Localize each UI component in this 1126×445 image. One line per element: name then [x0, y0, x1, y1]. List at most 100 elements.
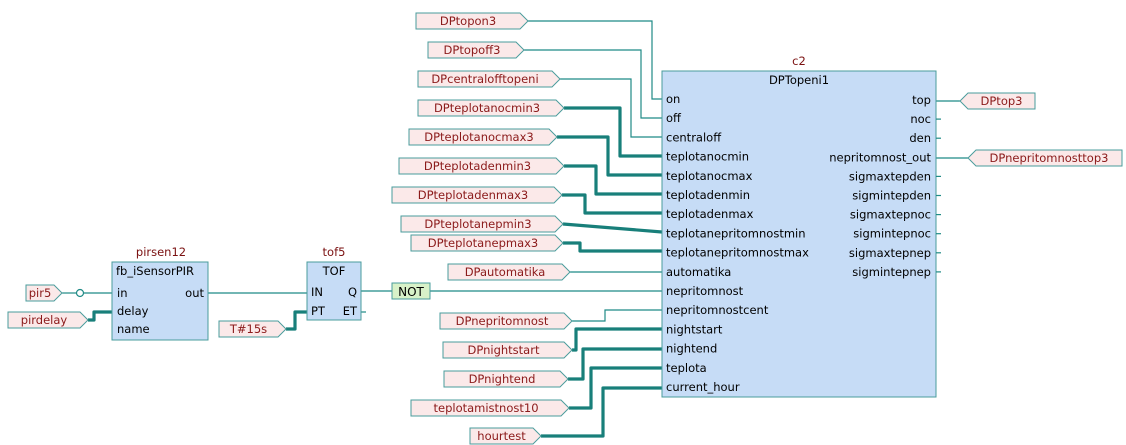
- variable-tag-dpteplotanocmax3[interactable]: DPteplotanocmax3: [408, 128, 558, 146]
- pin-c2-sigmintepnep: sigmintepnep: [852, 265, 931, 279]
- pin-pirsen12-delay: delay: [117, 304, 149, 318]
- variable-tag-dpteplotanocmin3[interactable]: DPteplotanocmin3: [417, 99, 565, 117]
- variable-tag-label: DPteplotadenmin3: [424, 159, 531, 173]
- negation-circle: [75, 288, 85, 298]
- pin-c2-teplotanepritomnostmin: teplotanepritomnostmin: [666, 226, 806, 240]
- pin-c2-sigmaxtepden: sigmaxtepden: [849, 169, 931, 183]
- pin-c2-centraloff: centraloff: [666, 130, 722, 144]
- pin-c2-automatika: automatika: [666, 265, 731, 279]
- pin-c2-nightend: nightend: [666, 342, 717, 356]
- variable-tag-label: DPteplotadenmax3: [418, 188, 529, 202]
- block-tof5[interactable]: tof5 TOF IN PT Q ET: [306, 245, 362, 321]
- pin-c2-nightstart: nightstart: [666, 322, 723, 336]
- pin-pirsen12-in: in: [117, 286, 127, 300]
- variable-tag-label: DPnightstart: [468, 343, 540, 357]
- variable-tag-shape[interactable]: [443, 370, 569, 388]
- block-c2-instance: c2: [792, 54, 806, 68]
- variable-tag-shape[interactable]: [427, 41, 525, 59]
- variable-tag-label: DPnepritomnost: [456, 314, 549, 328]
- pin-c2-nepritomnost-out: nepritomnost_out: [829, 150, 931, 164]
- pin-pirsen12-name: name: [117, 322, 150, 336]
- pin-c2-off: off: [666, 111, 682, 125]
- variable-tag-dpnepritomnosttop3[interactable]: DPnepritomnosttop3: [967, 149, 1123, 167]
- variable-tag-shape[interactable]: [447, 263, 571, 281]
- variable-tag-label: DPtop3: [981, 94, 1023, 108]
- variable-tag-shape[interactable]: [410, 234, 564, 252]
- variable-tag-shape[interactable]: [439, 312, 573, 330]
- variable-tag-pir5[interactable]: pir5: [25, 284, 63, 302]
- variable-tag-label: hourtest: [477, 429, 526, 443]
- variable-tag-shape[interactable]: [400, 215, 564, 233]
- block-pirsen12-body[interactable]: [111, 261, 209, 341]
- block-c2-body[interactable]: [661, 70, 937, 398]
- pin-c2-nepritomnost: nepritomnost: [666, 284, 744, 298]
- pin-c2-top: top: [912, 93, 931, 107]
- pin-c2-teplotanepritomnostmax: teplotanepritomnostmax: [666, 246, 809, 260]
- block-c2[interactable]: c2 DPTopeni1 onoffcentraloffteplotanocmi…: [661, 54, 941, 398]
- variable-tag-dptopon3[interactable]: DPtopon3: [415, 12, 529, 30]
- not-gate[interactable]: NOT: [391, 282, 431, 300]
- variable-tag-shape[interactable]: [417, 99, 565, 117]
- variable-tag-label: teplotamistnost10: [433, 401, 538, 415]
- variable-tag-dptopoff3[interactable]: DPtopoff3: [427, 41, 525, 59]
- pin-c2-sigmintepden: sigmintepden: [852, 189, 931, 203]
- pin-c2-sigmaxtepnoc: sigmaxtepnoc: [850, 208, 931, 222]
- variable-tag-label: DPteplotanepmin3: [424, 217, 531, 231]
- variable-tag-shape[interactable]: [442, 341, 573, 359]
- variable-tag-label: DPcentralofftopeni: [431, 72, 538, 86]
- variable-tag-shape[interactable]: [417, 70, 561, 88]
- pin-pirsen12-out: out: [185, 286, 204, 300]
- variable-tag-shape[interactable]: [25, 284, 63, 302]
- block-pirsen12[interactable]: pirsen12 fb_iSensorPIR in delay name out: [111, 245, 209, 341]
- variable-tag-shape[interactable]: [398, 157, 565, 175]
- variable-tag-dpteplotanepmin3[interactable]: DPteplotanepmin3: [400, 215, 564, 233]
- variable-tag-label: DPteplotanocmin3: [434, 101, 540, 115]
- variable-tag-dpnepritomnost[interactable]: DPnepritomnost: [439, 312, 573, 330]
- pin-tof5-et: ET: [343, 304, 358, 318]
- variable-tag-pirdelay[interactable]: pirdelay: [7, 311, 89, 329]
- variable-tag-dpnightend[interactable]: DPnightend: [443, 370, 569, 388]
- pin-tof5-q: Q: [348, 285, 357, 299]
- variable-tag-label: DPteplotanocmax3: [424, 130, 533, 144]
- variable-tag-label: pirdelay: [21, 313, 68, 327]
- variable-tag-label: DPtopon3: [440, 14, 496, 28]
- variable-tag-shape[interactable]: [959, 92, 1036, 110]
- variable-tag-shape[interactable]: [469, 427, 542, 445]
- not-gate-box[interactable]: [391, 282, 431, 300]
- variable-tag-label: DPnepritomnosttop3: [990, 151, 1109, 165]
- variable-tag-shape[interactable]: [967, 149, 1123, 167]
- variable-tag-dptop3[interactable]: DPtop3: [959, 92, 1036, 110]
- variable-tag-label: DPtopoff3: [444, 43, 501, 57]
- pin-c2-on: on: [666, 92, 680, 106]
- variable-tag-label: pir5: [29, 286, 52, 300]
- block-tof5-type: TOF: [322, 264, 346, 278]
- variable-tag-teplotamistnost10[interactable]: teplotamistnost10: [410, 399, 570, 417]
- variable-tag-label: DPteplotanepmax3: [428, 236, 539, 250]
- variable-tag-shape[interactable]: [410, 399, 570, 417]
- pin-c2-teplotanocmin: teplotanocmin: [666, 150, 749, 164]
- block-pirsen12-instance: pirsen12: [136, 245, 186, 259]
- variable-tag-dpteplotadenmin3[interactable]: DPteplotadenmin3: [398, 157, 565, 175]
- pin-c2-teplotanocmax: teplotanocmax: [666, 169, 753, 183]
- variable-tag-dpteplotanepmax3[interactable]: DPteplotanepmax3: [410, 234, 564, 252]
- variable-tag-shape[interactable]: [218, 320, 287, 338]
- variable-tag-dpnightstart[interactable]: DPnightstart: [442, 341, 573, 359]
- block-pirsen12-type: fb_iSensorPIR: [116, 264, 194, 278]
- variable-tag-dpcentralofftopeni[interactable]: DPcentralofftopeni: [417, 70, 561, 88]
- variable-tag-shape[interactable]: [391, 186, 563, 204]
- variable-tag-shape[interactable]: [408, 128, 558, 146]
- pin-c2-teplotadenmax: teplotadenmax: [666, 207, 754, 221]
- pin-tof5-pt: PT: [311, 304, 326, 318]
- variable-tag-label: DPautomatika: [465, 265, 546, 279]
- pin-c2-nepritomnostcent: nepritomnostcent: [666, 303, 769, 317]
- variable-tag-shape[interactable]: [7, 311, 89, 329]
- variable-tag-dpteplotadenmax3[interactable]: DPteplotadenmax3: [391, 186, 563, 204]
- pin-c2-current-hour: current_hour: [666, 380, 740, 394]
- variable-tag-hourtest[interactable]: hourtest: [469, 427, 542, 445]
- variable-tag-dpautomatika[interactable]: DPautomatika: [447, 263, 571, 281]
- variable-tag-t-15s[interactable]: T#15s: [218, 320, 287, 338]
- block-tof5-body[interactable]: [306, 261, 362, 321]
- variable-tag-shape[interactable]: [415, 12, 529, 30]
- block-tof5-instance: tof5: [323, 245, 346, 259]
- pin-c2-teplotadenmin: teplotadenmin: [666, 188, 750, 202]
